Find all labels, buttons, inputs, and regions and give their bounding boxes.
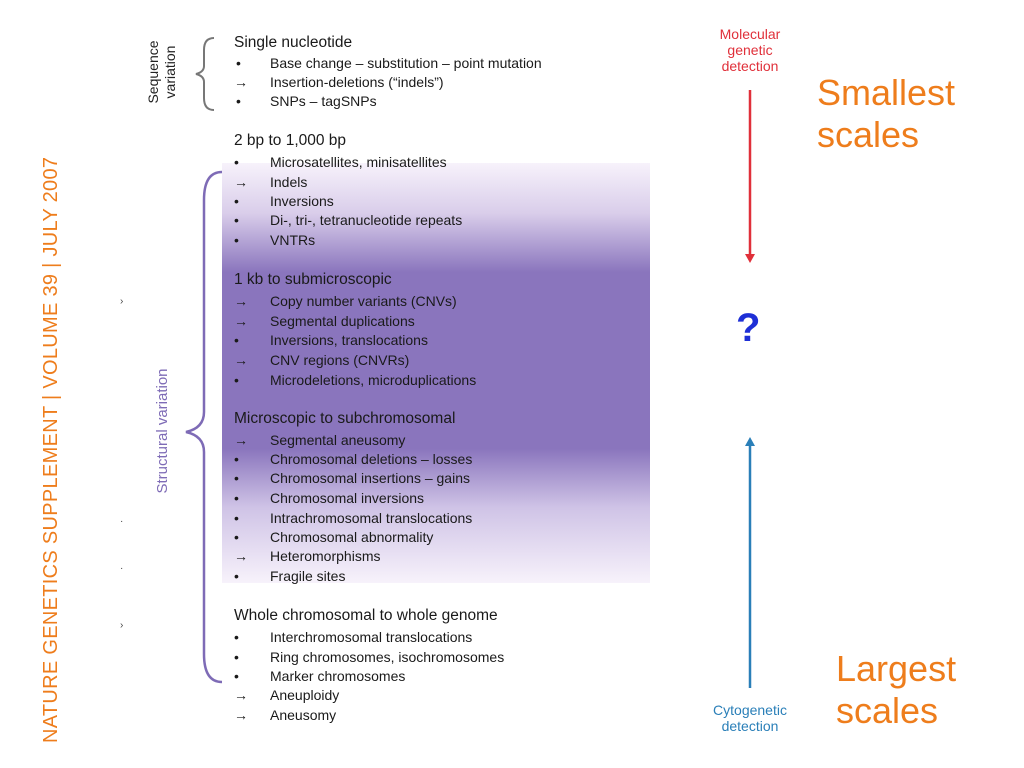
smallest-scales-label: Smallest scales — [817, 72, 956, 155]
item-marker: → — [234, 432, 248, 448]
section-title-2bp-to-1000bp: 2 bp to 1,000 bp — [234, 132, 347, 149]
list-item: •Base change – substitution – point muta… — [236, 55, 542, 71]
stray-mark: · — [120, 516, 124, 527]
section-title-1kb-to-submicroscopic: 1 kb to submicroscopic — [234, 271, 392, 288]
item-marker: → — [234, 548, 248, 564]
list-item: →Indels — [234, 174, 308, 190]
stray-mark: · — [120, 563, 124, 574]
item-marker: • — [234, 490, 239, 506]
list-item: •Ring chromosomes, isochromosomes — [234, 649, 505, 665]
list-item: •Intrachromosomal translocations — [234, 510, 473, 526]
section-title-whole-chromosomal-to-whole-genome: Whole chromosomal to whole genome — [234, 607, 498, 624]
section-title-single-nucleotide: Single nucleotide — [234, 34, 353, 51]
item-marker: • — [234, 568, 239, 584]
question-mark: ? — [736, 306, 761, 350]
molecular-arrow-head — [745, 254, 755, 263]
item-marker: • — [234, 510, 239, 526]
section-title-microscopic-to-subchromosomal: Microscopic to subchromosomal — [234, 410, 456, 427]
list-item: •Chromosomal deletions – losses — [234, 451, 473, 467]
list-item: →Segmental aneusomy — [234, 432, 406, 448]
item-marker: • — [234, 529, 239, 545]
list-item: •Di-, tri-, tetranucleotide repeats — [234, 212, 463, 228]
stray-mark: › — [120, 620, 124, 631]
item-marker: → — [234, 352, 248, 368]
list-item: →Segmental duplications — [234, 313, 415, 329]
list-item: •VNTRs — [234, 232, 316, 248]
structural-variation-label: Structural variation — [154, 368, 171, 494]
sequence-variation-label: Sequence variation — [145, 40, 178, 104]
item-marker: → — [234, 74, 248, 90]
item-marker: • — [236, 55, 241, 71]
item-marker: → — [234, 313, 248, 329]
list-item: •Marker chromosomes — [234, 668, 406, 684]
list-item: •Fragile sites — [234, 568, 346, 584]
list-item: →Copy number variants (CNVs) — [234, 293, 457, 309]
list-item: •Microdeletions, microduplications — [234, 372, 477, 388]
item-marker: → — [234, 293, 248, 309]
item-marker: • — [234, 629, 239, 645]
cytogenetic-detection-label: Cytogenetic detection — [713, 702, 787, 734]
list-item: •Inversions, translocations — [234, 332, 428, 348]
item-marker: • — [234, 193, 239, 209]
list-item: →Aneuploidy — [234, 687, 340, 703]
item-marker: • — [234, 451, 239, 467]
item-marker: → — [234, 707, 248, 723]
molecular-genetic-detection-label: Molecular genetic detection — [719, 26, 781, 74]
cytogenetic-arrow-head — [745, 437, 755, 446]
list-item: •Chromosomal inversions — [234, 490, 425, 506]
item-marker: → — [234, 174, 248, 190]
list-item: →Insertion-deletions (“indels”) — [234, 74, 444, 90]
stray-mark: › — [120, 296, 124, 307]
item-marker: • — [234, 332, 239, 348]
item-marker: • — [234, 649, 239, 665]
list-item: •Chromosomal insertions – gains — [234, 470, 470, 486]
list-item: •Chromosomal abnormality — [234, 529, 434, 545]
list-item: •Microsatellites, minisatellites — [234, 154, 447, 170]
item-marker: • — [236, 93, 241, 109]
structural-variation-brace — [185, 170, 223, 684]
list-item: •Inversions — [234, 193, 334, 209]
item-marker: → — [234, 687, 248, 703]
item-marker: • — [234, 372, 239, 388]
largest-scales-label: Largest scales — [836, 648, 957, 731]
list-item: →Heteromorphisms — [234, 548, 381, 564]
list-item: →Aneusomy — [234, 707, 337, 723]
list-item: •SNPs – tagSNPs — [236, 93, 377, 109]
sequence-variation-brace — [195, 37, 215, 111]
item-marker: • — [234, 668, 239, 684]
item-marker: • — [234, 154, 239, 170]
list-item: →CNV regions (CNVRs) — [234, 352, 410, 368]
item-marker: • — [234, 232, 239, 248]
item-marker: • — [234, 470, 239, 486]
structural-variation-band — [222, 163, 650, 583]
list-item: •Interchromosomal translocations — [234, 629, 473, 645]
item-marker: • — [234, 212, 239, 228]
